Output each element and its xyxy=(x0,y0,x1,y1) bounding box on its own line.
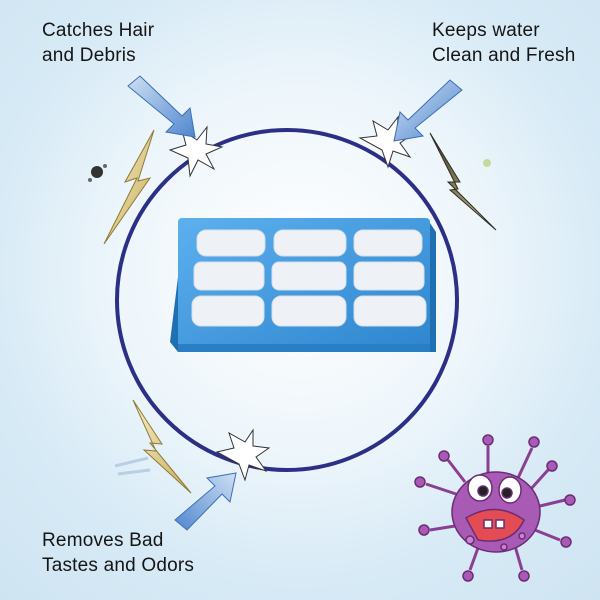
burst-icon xyxy=(215,428,271,482)
germ-cartoon-icon xyxy=(414,434,576,582)
caption-catches-hair: Catches Hair and Debris xyxy=(42,18,154,68)
caption-line: Removes Bad xyxy=(42,530,164,551)
blue-arrow-icon xyxy=(127,75,196,138)
caption-line: Clean and Fresh xyxy=(432,45,576,66)
caption-line: Keeps water xyxy=(432,20,540,41)
lightning-bolt-icon xyxy=(88,129,155,245)
ring-outline xyxy=(115,128,459,472)
blue-arrow-icon xyxy=(393,79,463,142)
caption-line: Catches Hair xyxy=(42,20,155,41)
caption-line: and Debris xyxy=(42,45,136,66)
blue-arrow-icon xyxy=(174,472,237,531)
caption-removes-bad: Removes Bad Tastes and Odors xyxy=(42,528,194,578)
filter-cartridge xyxy=(170,218,436,352)
filter-pads xyxy=(191,229,427,327)
lightning-bolt-icon xyxy=(429,132,497,231)
caption-line: Tastes and Odors xyxy=(42,555,195,576)
lightning-bolt-icon xyxy=(114,399,192,494)
caption-keeps-water: Keeps water Clean and Fresh xyxy=(432,18,575,68)
